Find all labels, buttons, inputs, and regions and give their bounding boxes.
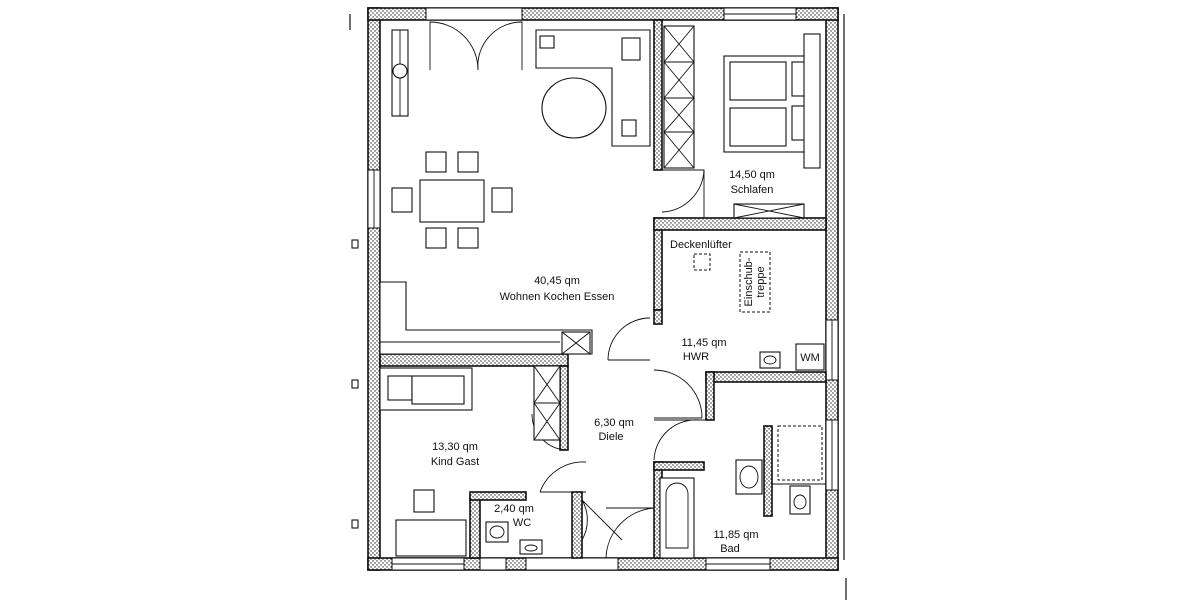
bedroom-furniture [723, 33, 821, 169]
wall-living-hwr [653, 217, 663, 311]
wall-guest-wc [469, 495, 481, 559]
hall-name: Diele [598, 431, 623, 443]
wall-living-bedroom [653, 19, 663, 171]
utility-name: HWR [683, 351, 709, 363]
wall-guest-hall [559, 365, 569, 451]
wc-area: 2,40 qm [494, 503, 534, 515]
guest-furniture [379, 365, 561, 557]
bedroom-area: 14,50 qm [729, 169, 775, 181]
guest-area: 13,30 qm [432, 441, 478, 453]
west-wall [367, 7, 381, 571]
wall-bedroom-hwr [653, 217, 827, 231]
wall-wc-top [469, 491, 527, 501]
living-area: 40,45 qm [534, 275, 580, 287]
room-labels: 40,45 qm Wohnen Kochen Essen 14,50 qm Sc… [431, 169, 820, 555]
utility-area: 11,45 qm [681, 337, 726, 349]
bath-fixtures [659, 425, 826, 559]
wall-hall-bath-upper [705, 371, 715, 421]
interior-walls [379, 19, 827, 559]
ceiling-fan-label: Deckenlüfter [670, 239, 732, 251]
attic-stair-label-2: treppe [755, 266, 767, 297]
wc-name: WC [513, 517, 531, 529]
hall-area: 6,30 qm [594, 417, 634, 429]
attic-stair-label-1: Einschub- [743, 257, 755, 306]
hwr-furniture [693, 251, 825, 371]
living-name: Wohnen Kochen Essen [500, 291, 615, 303]
bath-name: Bad [720, 543, 740, 555]
exterior-walls [349, 7, 847, 600]
bath-area: 11,85 qm [713, 529, 758, 541]
wall-wc-hall [571, 491, 583, 559]
wall-living-guest [379, 353, 569, 367]
wc-fixtures [485, 521, 543, 555]
guest-name: Kind Gast [431, 456, 479, 468]
washing-machine-label: WM [800, 352, 820, 364]
wall-hwr-bath [705, 371, 827, 383]
bedroom-name: Schlafen [731, 184, 774, 196]
living-furniture [379, 25, 695, 355]
doors [429, 21, 706, 559]
